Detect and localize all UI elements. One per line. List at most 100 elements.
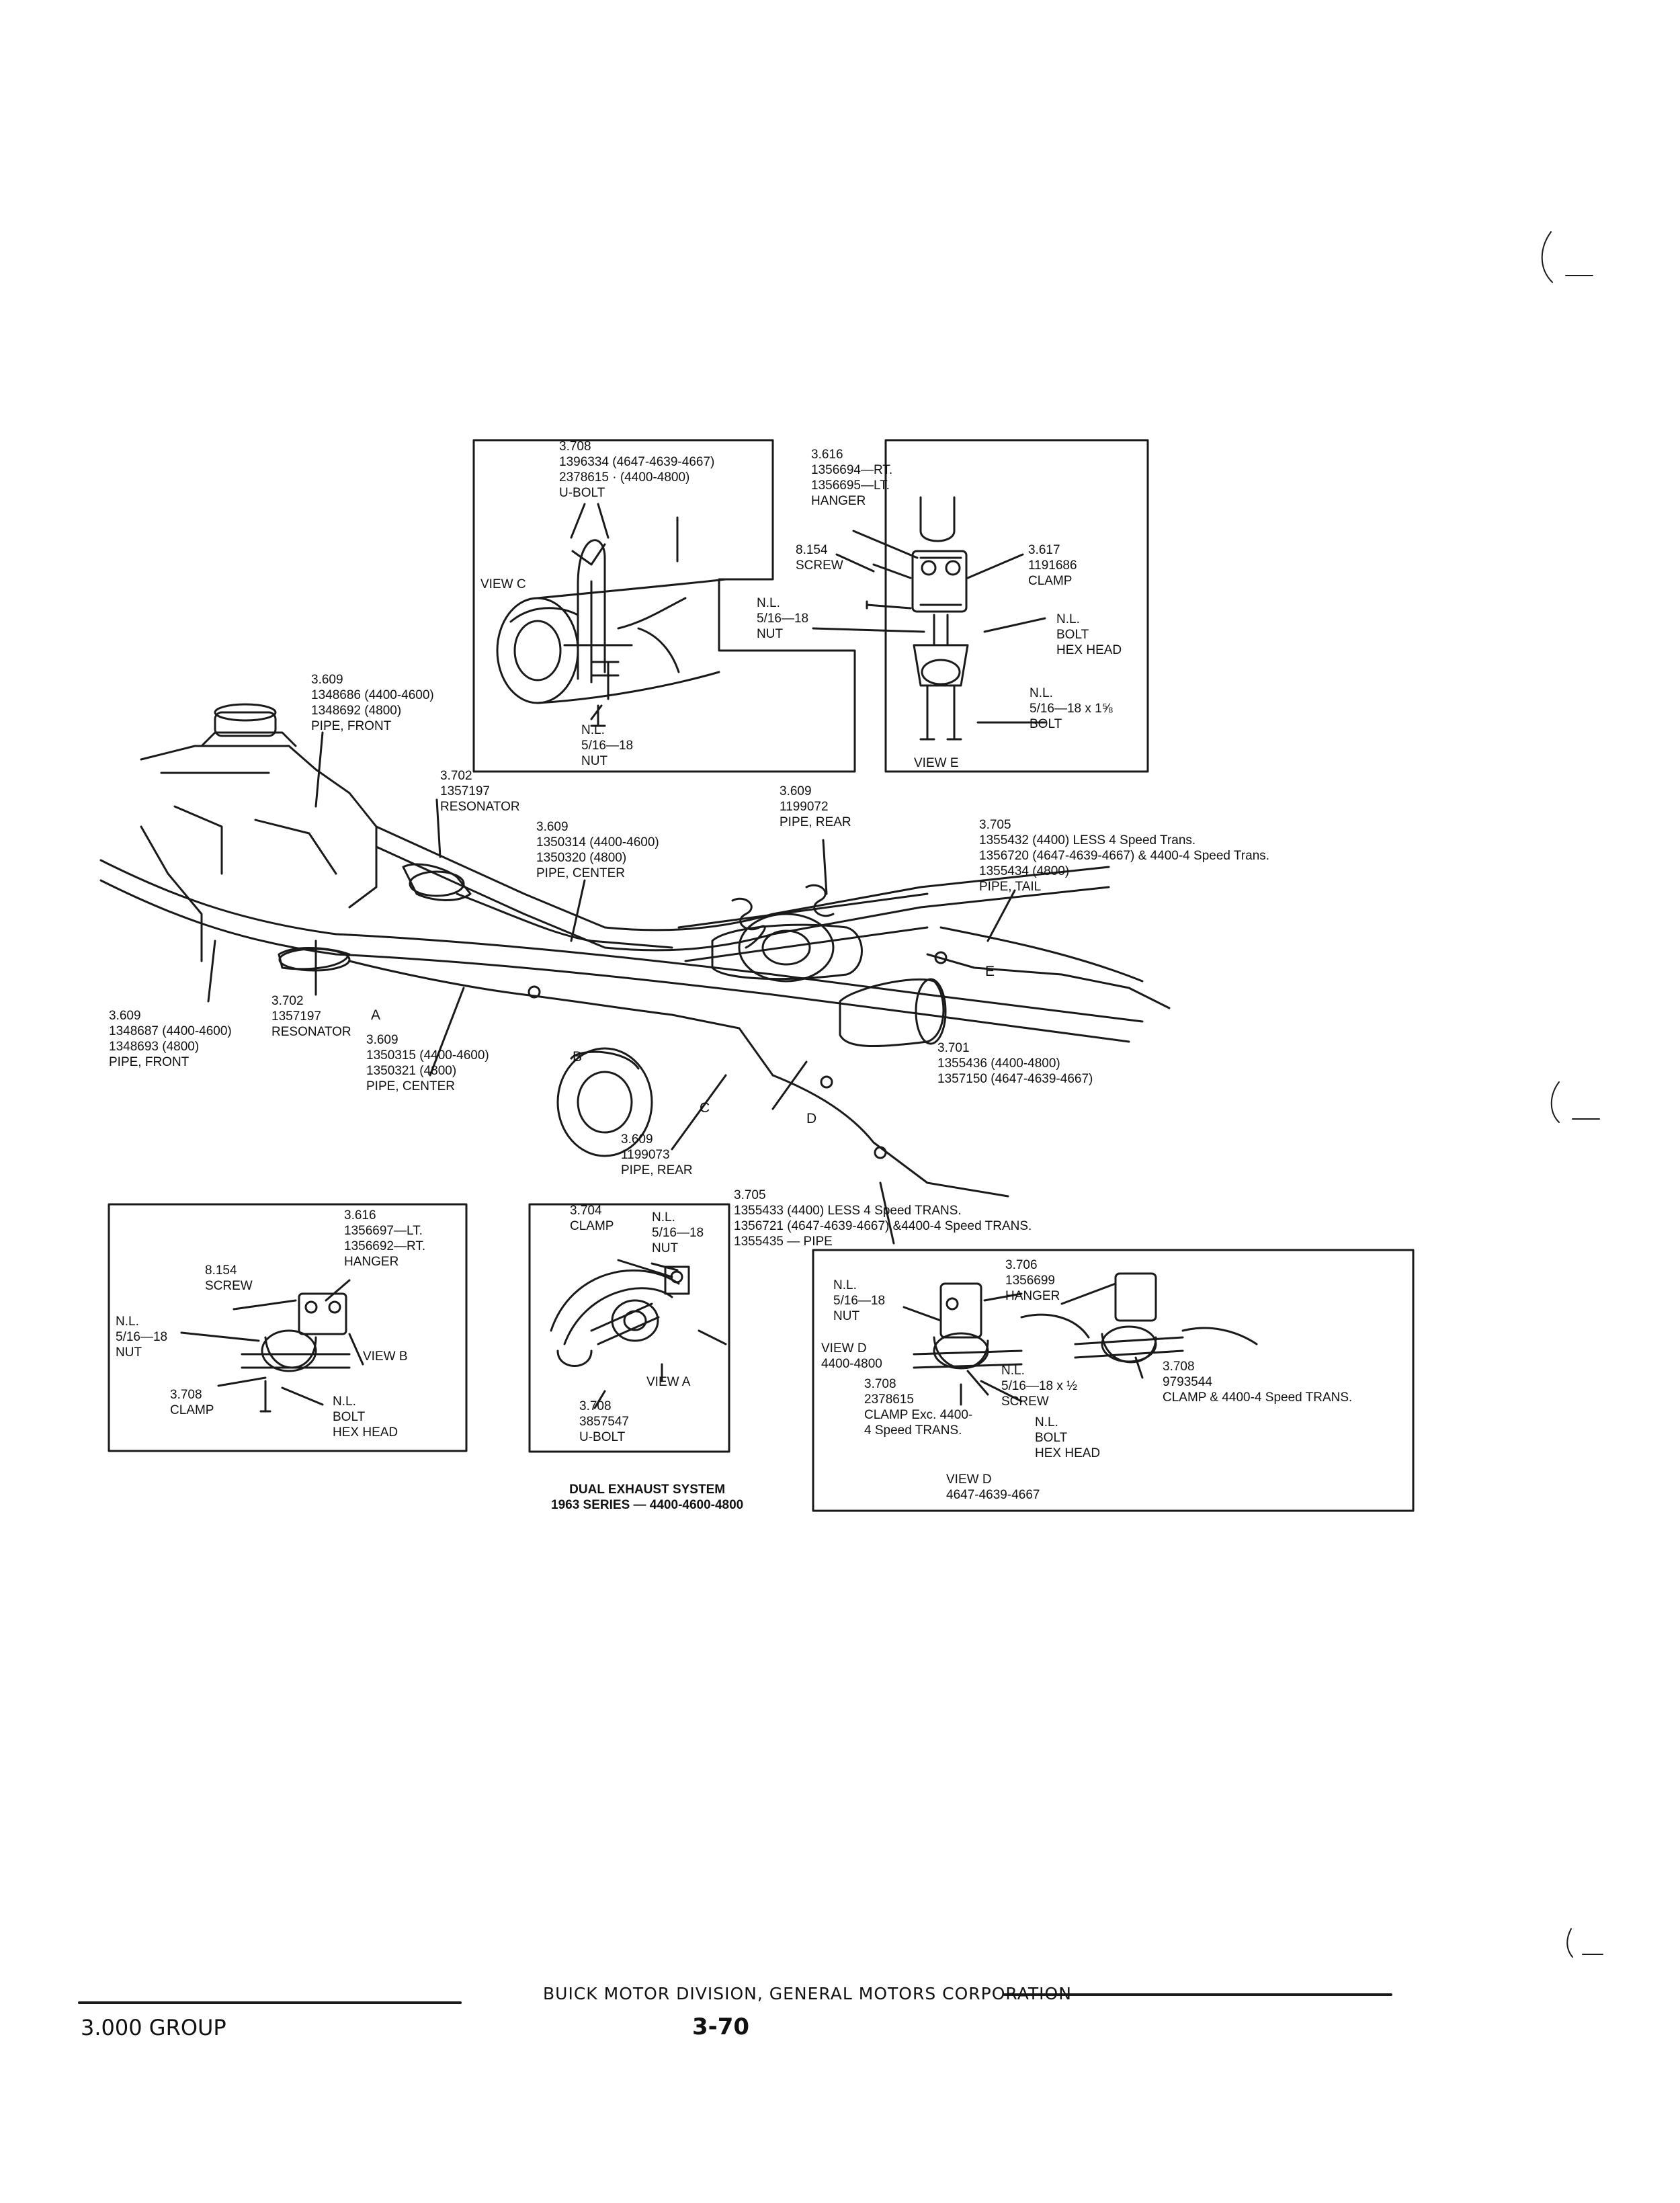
view-e-clamp-label-line: CLAMP	[1028, 574, 1073, 588]
view-e-bolt-label-line: BOLT	[1030, 717, 1062, 731]
view-c-nut-label-line: 5/16—18	[581, 739, 634, 753]
view-b-drawing	[241, 1292, 364, 1413]
pipe-front-top-label-line: 1348692 (4800)	[311, 704, 402, 718]
view-c-frame	[472, 439, 856, 773]
pipe-center-top-label-line: 1350320 (4800)	[536, 851, 627, 865]
view-c-title-line: VIEW C	[480, 577, 526, 591]
pipe-center-top-label-line: 1350314 (4400-4600)	[536, 835, 659, 849]
pipe-tail-top-label-line: 3.705	[979, 818, 1011, 832]
view-b-hanger-label-line: 1356697—LT.	[344, 1224, 423, 1238]
pipe-tail-top-label-line: 1355432 (4400) LESS 4 Speed Trans.	[979, 833, 1196, 847]
view-d-view1-label-line: VIEW D	[821, 1341, 867, 1356]
view-d-clamp1-label-line: CLAMP Exc. 4400-	[864, 1408, 973, 1422]
view-b-hanger-label-line: HANGER	[344, 1255, 399, 1269]
view-a-nut-label-line: 5/16—18	[652, 1226, 704, 1240]
view-b-bolt-label-line: HEX HEAD	[333, 1425, 398, 1440]
view-d-screw-label-line: SCREW	[1001, 1395, 1049, 1409]
view-c-title: VIEW C	[480, 577, 526, 592]
view-b-nut-label-line: N.L.	[116, 1315, 139, 1329]
view-e-nut-label-line: 5/16—18	[757, 612, 809, 626]
view-e-hanger-label-line: 3.616	[811, 448, 843, 462]
callout-c-line: C	[700, 1100, 710, 1116]
view-e-screw-label-line: 8.154	[796, 543, 828, 557]
pipe-rear-bottom-label-line: PIPE, REAR	[621, 1163, 693, 1177]
view-b-clamp-label-line: 3.708	[170, 1388, 202, 1402]
resonator-top-label-line: 3.702	[440, 769, 472, 783]
view-d-view2-label-line: 4647-4639-4667	[946, 1488, 1040, 1502]
pipe-rear-top-label-line: 1199072	[780, 800, 829, 814]
view-d-nut-label-line: N.L.	[833, 1278, 857, 1292]
callout-c: C	[700, 1099, 710, 1116]
diagram-caption-line: DUAL EXHAUST SYSTEM	[569, 1483, 726, 1497]
muffler-label-line: 3.701	[937, 1041, 970, 1055]
view-e-bolt-label-line: 5/16—18 x 1⅝	[1030, 702, 1113, 716]
view-b-frame	[108, 1203, 468, 1452]
view-d-screw-label-line: N.L.	[1001, 1364, 1025, 1378]
pipe-rear-bottom-label-line: 3.609	[621, 1132, 653, 1147]
view-e-hanger-label-line: 1356695—LT.	[811, 479, 890, 493]
view-d-screw-label-line: 5/16—18 x ½	[1001, 1379, 1078, 1393]
callout-b-line: B	[573, 1049, 583, 1065]
view-a-ubolt-label-line: U-BOLT	[579, 1430, 626, 1444]
pipe-rear-top-label-line: 3.609	[780, 784, 812, 798]
pipe-center-top-label-line: PIPE, CENTER	[536, 866, 625, 880]
view-e-frame	[884, 439, 1149, 773]
pipe-center-bottom-label-line: 1350321 (4800)	[366, 1064, 457, 1078]
pipe-bottom-label-line: 1355435 — PIPE	[734, 1235, 833, 1249]
view-b-bolt-label-line: BOLT	[333, 1410, 366, 1424]
view-e-bolt-hex-label-line: BOLT	[1056, 628, 1089, 642]
view-e-screw-label-line: SCREW	[796, 558, 843, 573]
view-c-nut-label-line: NUT	[581, 754, 608, 768]
view-d-nut-label-line: 5/16—18	[833, 1294, 886, 1308]
pipe-center-top-label-line: 3.609	[536, 820, 569, 834]
callout-a-line: A	[371, 1007, 381, 1023]
view-a-clamp-label-line: 3.704	[570, 1204, 602, 1218]
view-d-clamp2-label-line: CLAMP & 4400-4 Speed TRANS.	[1163, 1390, 1353, 1405]
view-d-screw-label: N.L.5/16—18 x ½ SCREW	[1001, 1363, 1077, 1409]
view-b-bolt-label-line: N.L.	[333, 1395, 356, 1409]
view-d-view2-label-line: VIEW D	[946, 1472, 992, 1487]
callout-e: E	[985, 963, 995, 980]
pipe-front-bottom-label-line: 1348687 (4400-4600)	[109, 1024, 232, 1038]
pipe-front-bottom-label-line: 3.609	[109, 1009, 141, 1023]
view-d-hanger-label-line: HANGER	[1005, 1289, 1060, 1303]
resonator-bottom-label-line: 1357197	[271, 1009, 321, 1024]
view-c-drawing	[496, 516, 727, 727]
view-c-ubolt-label-line: 3.708	[559, 440, 591, 454]
view-d-bolt-label-line: BOLT	[1035, 1431, 1068, 1445]
view-e-bolt-label-line: N.L.	[1030, 686, 1053, 700]
view-d-hanger-label-line: 3.706	[1005, 1258, 1038, 1272]
resonator-top-label-line: RESONATOR	[440, 800, 520, 814]
pipe-front-top-label-line: 1348686 (4400-4600)	[311, 688, 434, 702]
view-e-bolt-hex-label-line: HEX HEAD	[1056, 643, 1122, 657]
view-d-clamp1-label-line: 2378615	[864, 1393, 914, 1407]
view-e-title-line: VIEW E	[914, 756, 959, 770]
pipe-bottom-label-line: 1356721 (4647-4639-4667) &4400-4 Speed T…	[734, 1219, 1032, 1233]
view-d-clamp2-label-line: 3.708	[1163, 1360, 1195, 1374]
pipe-rear-top-label-line: PIPE, REAR	[780, 815, 851, 829]
